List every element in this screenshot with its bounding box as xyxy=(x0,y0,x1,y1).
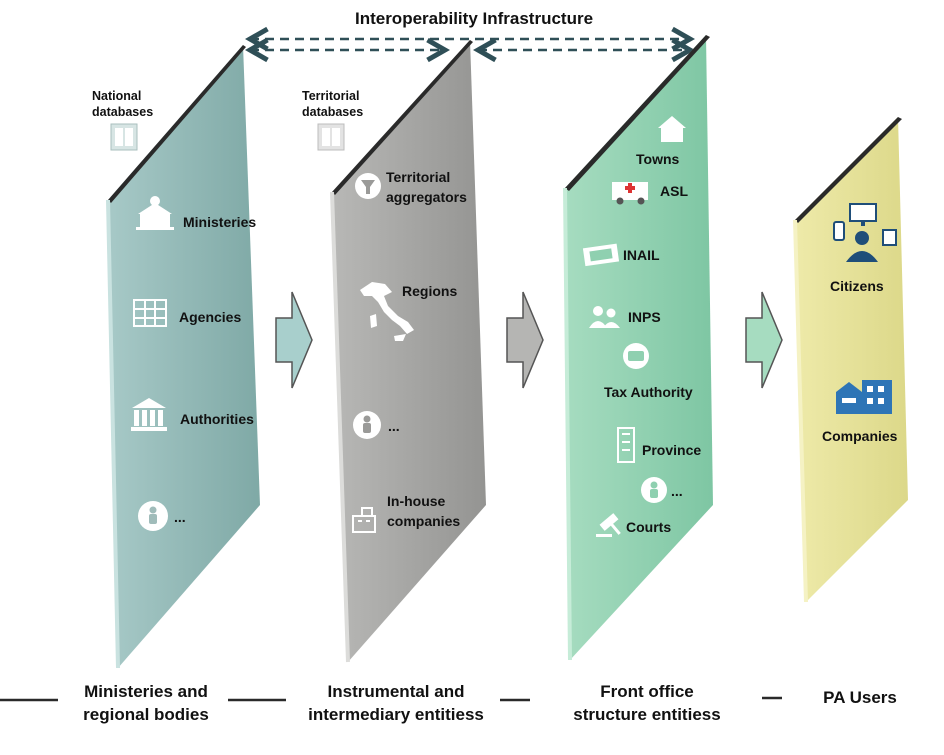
item-inps: INPS xyxy=(628,309,661,325)
item-province: Province xyxy=(642,442,701,458)
building-icon xyxy=(136,196,174,230)
territorial-db-label-1: Territorial xyxy=(302,89,359,103)
item-territorial-aggregators-1: Territorial xyxy=(386,169,450,185)
factory-icon xyxy=(836,380,892,414)
office-icon xyxy=(133,299,167,327)
territorial-db-label-2: databases xyxy=(302,105,363,119)
ambulance-icon xyxy=(612,182,648,205)
bank-icon xyxy=(131,398,167,431)
footer-ministeries-1: Ministeries and xyxy=(84,682,208,701)
item-inail: INAIL xyxy=(623,247,660,263)
factory-icon xyxy=(352,507,376,533)
item-companies: Companies xyxy=(822,428,898,444)
item-more-territorial: ... xyxy=(388,418,400,434)
footer-ministeries-2: regional bodies xyxy=(83,705,209,724)
item-inhouse-2: companies xyxy=(387,513,460,529)
person-icon xyxy=(641,477,667,503)
house-icon xyxy=(658,116,686,142)
footer-pa-users: PA Users xyxy=(823,688,897,707)
item-asl: ASL xyxy=(660,183,688,199)
national-db-label-1: National xyxy=(92,89,141,103)
arrow-right-icon xyxy=(506,291,544,389)
database-icon xyxy=(317,123,345,151)
item-agencies: Agencies xyxy=(179,309,241,325)
item-regions: Regions xyxy=(402,283,457,299)
arrow-right-icon xyxy=(275,291,313,389)
coin-icon xyxy=(623,343,649,369)
devices-icon xyxy=(833,203,897,262)
item-towns: Towns xyxy=(636,151,680,167)
item-citizens: Citizens xyxy=(830,278,884,294)
diagram-title: Interoperability Infrastructure xyxy=(355,9,593,28)
item-tax-authority: Tax Authority xyxy=(604,384,693,400)
arrow-right-icon xyxy=(745,291,783,389)
footer-instrumental-1: Instrumental and xyxy=(328,682,465,701)
person-icon xyxy=(353,411,381,439)
item-authorities: Authorities xyxy=(180,411,254,427)
person-icon xyxy=(138,501,168,531)
gavel-icon xyxy=(596,513,621,537)
item-courts: Courts xyxy=(626,519,671,535)
footer-legend: Ministeries and regional bodies Instrume… xyxy=(0,682,897,724)
panel-territorial xyxy=(330,40,486,663)
database-icon xyxy=(110,123,138,151)
item-more-national: ... xyxy=(174,509,186,525)
people-icon xyxy=(589,306,620,328)
item-more-front: ... xyxy=(671,483,683,499)
item-inhouse-1: In-house xyxy=(387,493,446,509)
footer-front-2: structure entitiess xyxy=(573,705,720,724)
tower-icon xyxy=(617,427,635,463)
money-icon xyxy=(582,243,620,267)
national-db-label-2: databases xyxy=(92,105,153,119)
footer-instrumental-2: intermediary entitiess xyxy=(308,705,484,724)
panel-users xyxy=(793,117,908,603)
filter-icon xyxy=(355,173,381,199)
italy-map-icon xyxy=(360,282,414,341)
interop-arrows xyxy=(250,39,690,50)
item-ministeries: Ministeries xyxy=(183,214,256,230)
item-territorial-aggregators-2: aggregators xyxy=(386,189,467,205)
footer-front-1: Front office xyxy=(600,682,694,701)
